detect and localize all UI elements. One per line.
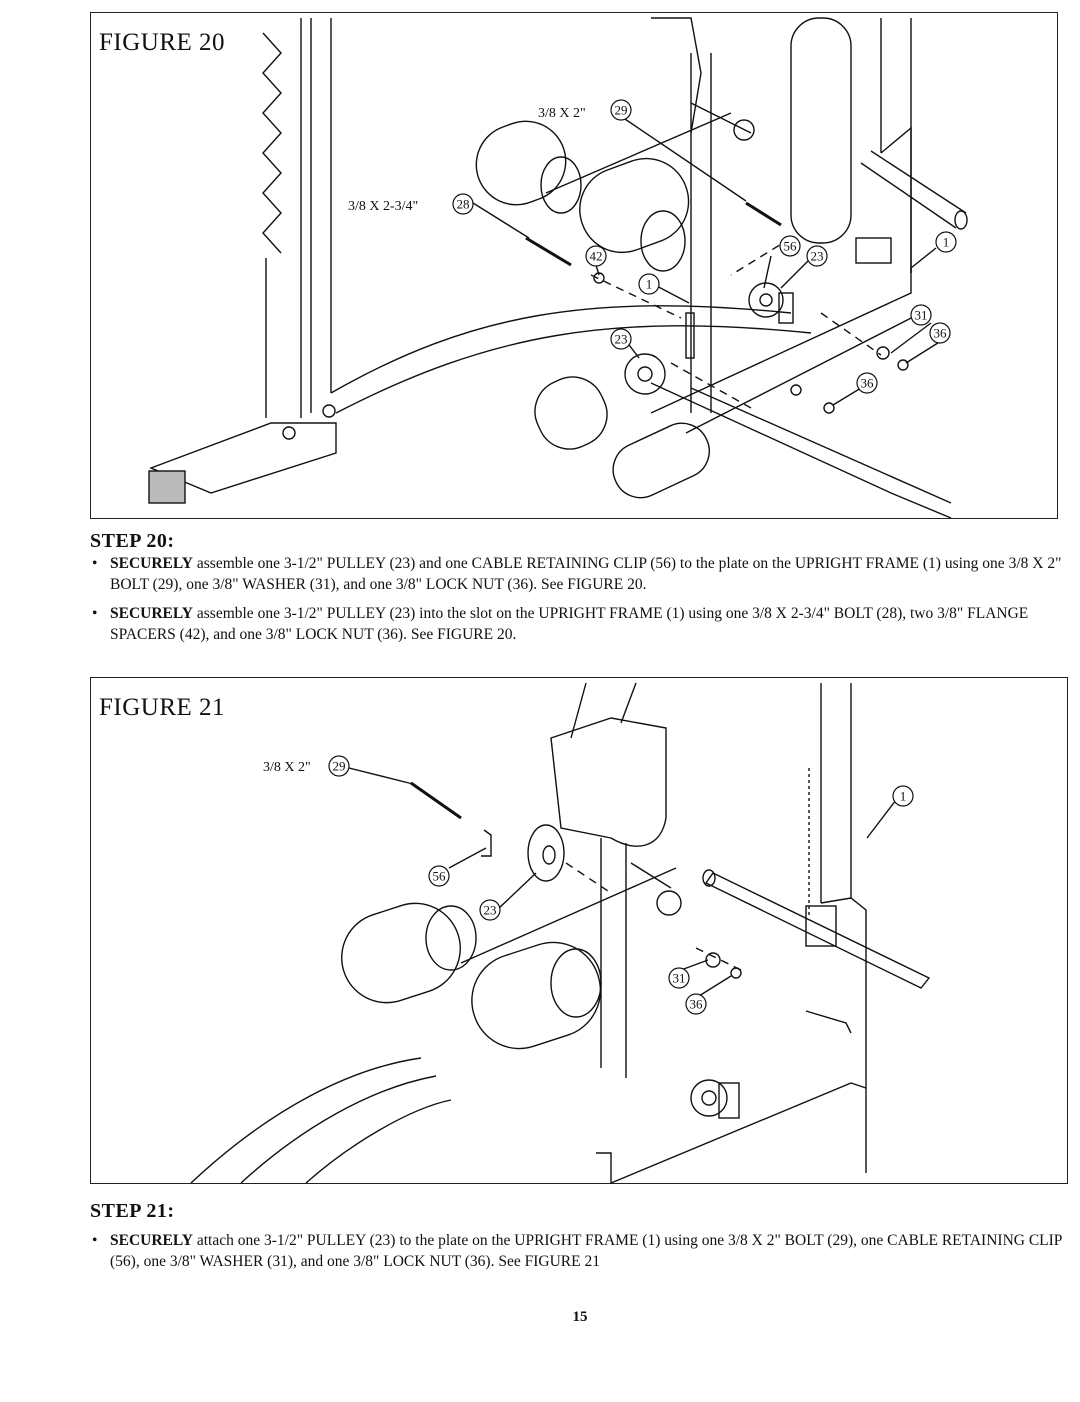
step-20-item-2-text: assemble one 3-1/2" PULLEY (23) into the… [110,605,1029,643]
step-21-instructions: SECURELY attach one 3-1/2" PULLEY (23) t… [90,1230,1080,1280]
step-21-item-1-lead: SECURELY [110,1232,193,1249]
callout-31: 31 [673,971,686,986]
step-20-item-1-lead: SECURELY [110,555,193,572]
callout-56: 56 [784,239,798,254]
callout-23: 23 [484,903,497,918]
callout-56: 56 [433,869,447,884]
callout-29: 29 [333,759,346,774]
figure-20-bolt-28-label: 3/8 X 2-3/4" [348,199,418,214]
step-20-item-1-text: assemble one 3-1/2" PULLEY (23) and one … [110,555,1062,593]
step-20-instructions: SECURELY assemble one 3-1/2" PULLEY (23)… [90,553,1080,653]
step-21-item-1-text: attach one 3-1/2" PULLEY (23) to the pla… [110,1232,1062,1270]
callout-1: 1 [943,235,950,250]
callout-36: 36 [934,326,948,341]
step-20-item-2-lead: SECURELY [110,605,193,622]
figure-21-drawing: 3/8 X 2" 29 56 23 1 31 36 [190,682,931,1183]
callout-23: 23 [615,332,628,347]
step-20-item-1: SECURELY assemble one 3-1/2" PULLEY (23)… [90,553,1080,595]
step-20-item-2: SECURELY assemble one 3-1/2" PULLEY (23)… [90,603,1080,645]
callout-28: 28 [457,197,470,212]
callout-1: 1 [900,789,907,804]
figure-20-bolt-29-label: 3/8 X 2" [538,106,586,121]
callout-36: 36 [861,376,875,391]
step-21-heading: STEP 21: [90,1200,175,1222]
figure-20-title: FIGURE 20 [99,29,226,56]
callout-42: 42 [590,249,603,264]
callout-31: 31 [915,308,928,323]
figure-20-drawing: 3/8 X 2" 3/8 X 2-3/4" 29 28 42 1 56 23 1… [148,17,968,518]
callout-29: 29 [615,103,628,118]
page-number: 15 [572,1309,588,1325]
callout-36: 36 [690,997,704,1012]
figure-21: 3/8 X 2" 29 56 23 1 31 36 FIGURE 21 [90,677,1068,1184]
step-21-item-1: SECURELY attach one 3-1/2" PULLEY (23) t… [90,1230,1080,1272]
figure-21-bolt-29-label: 3/8 X 2" [263,760,311,775]
step-20-heading: STEP 20: [90,530,175,552]
callout-23: 23 [811,249,824,264]
figure-20: 3/8 X 2" 3/8 X 2-3/4" 29 28 42 1 56 23 1… [90,12,1058,519]
figure-21-title: FIGURE 21 [99,694,226,721]
callout-1: 1 [646,277,653,292]
